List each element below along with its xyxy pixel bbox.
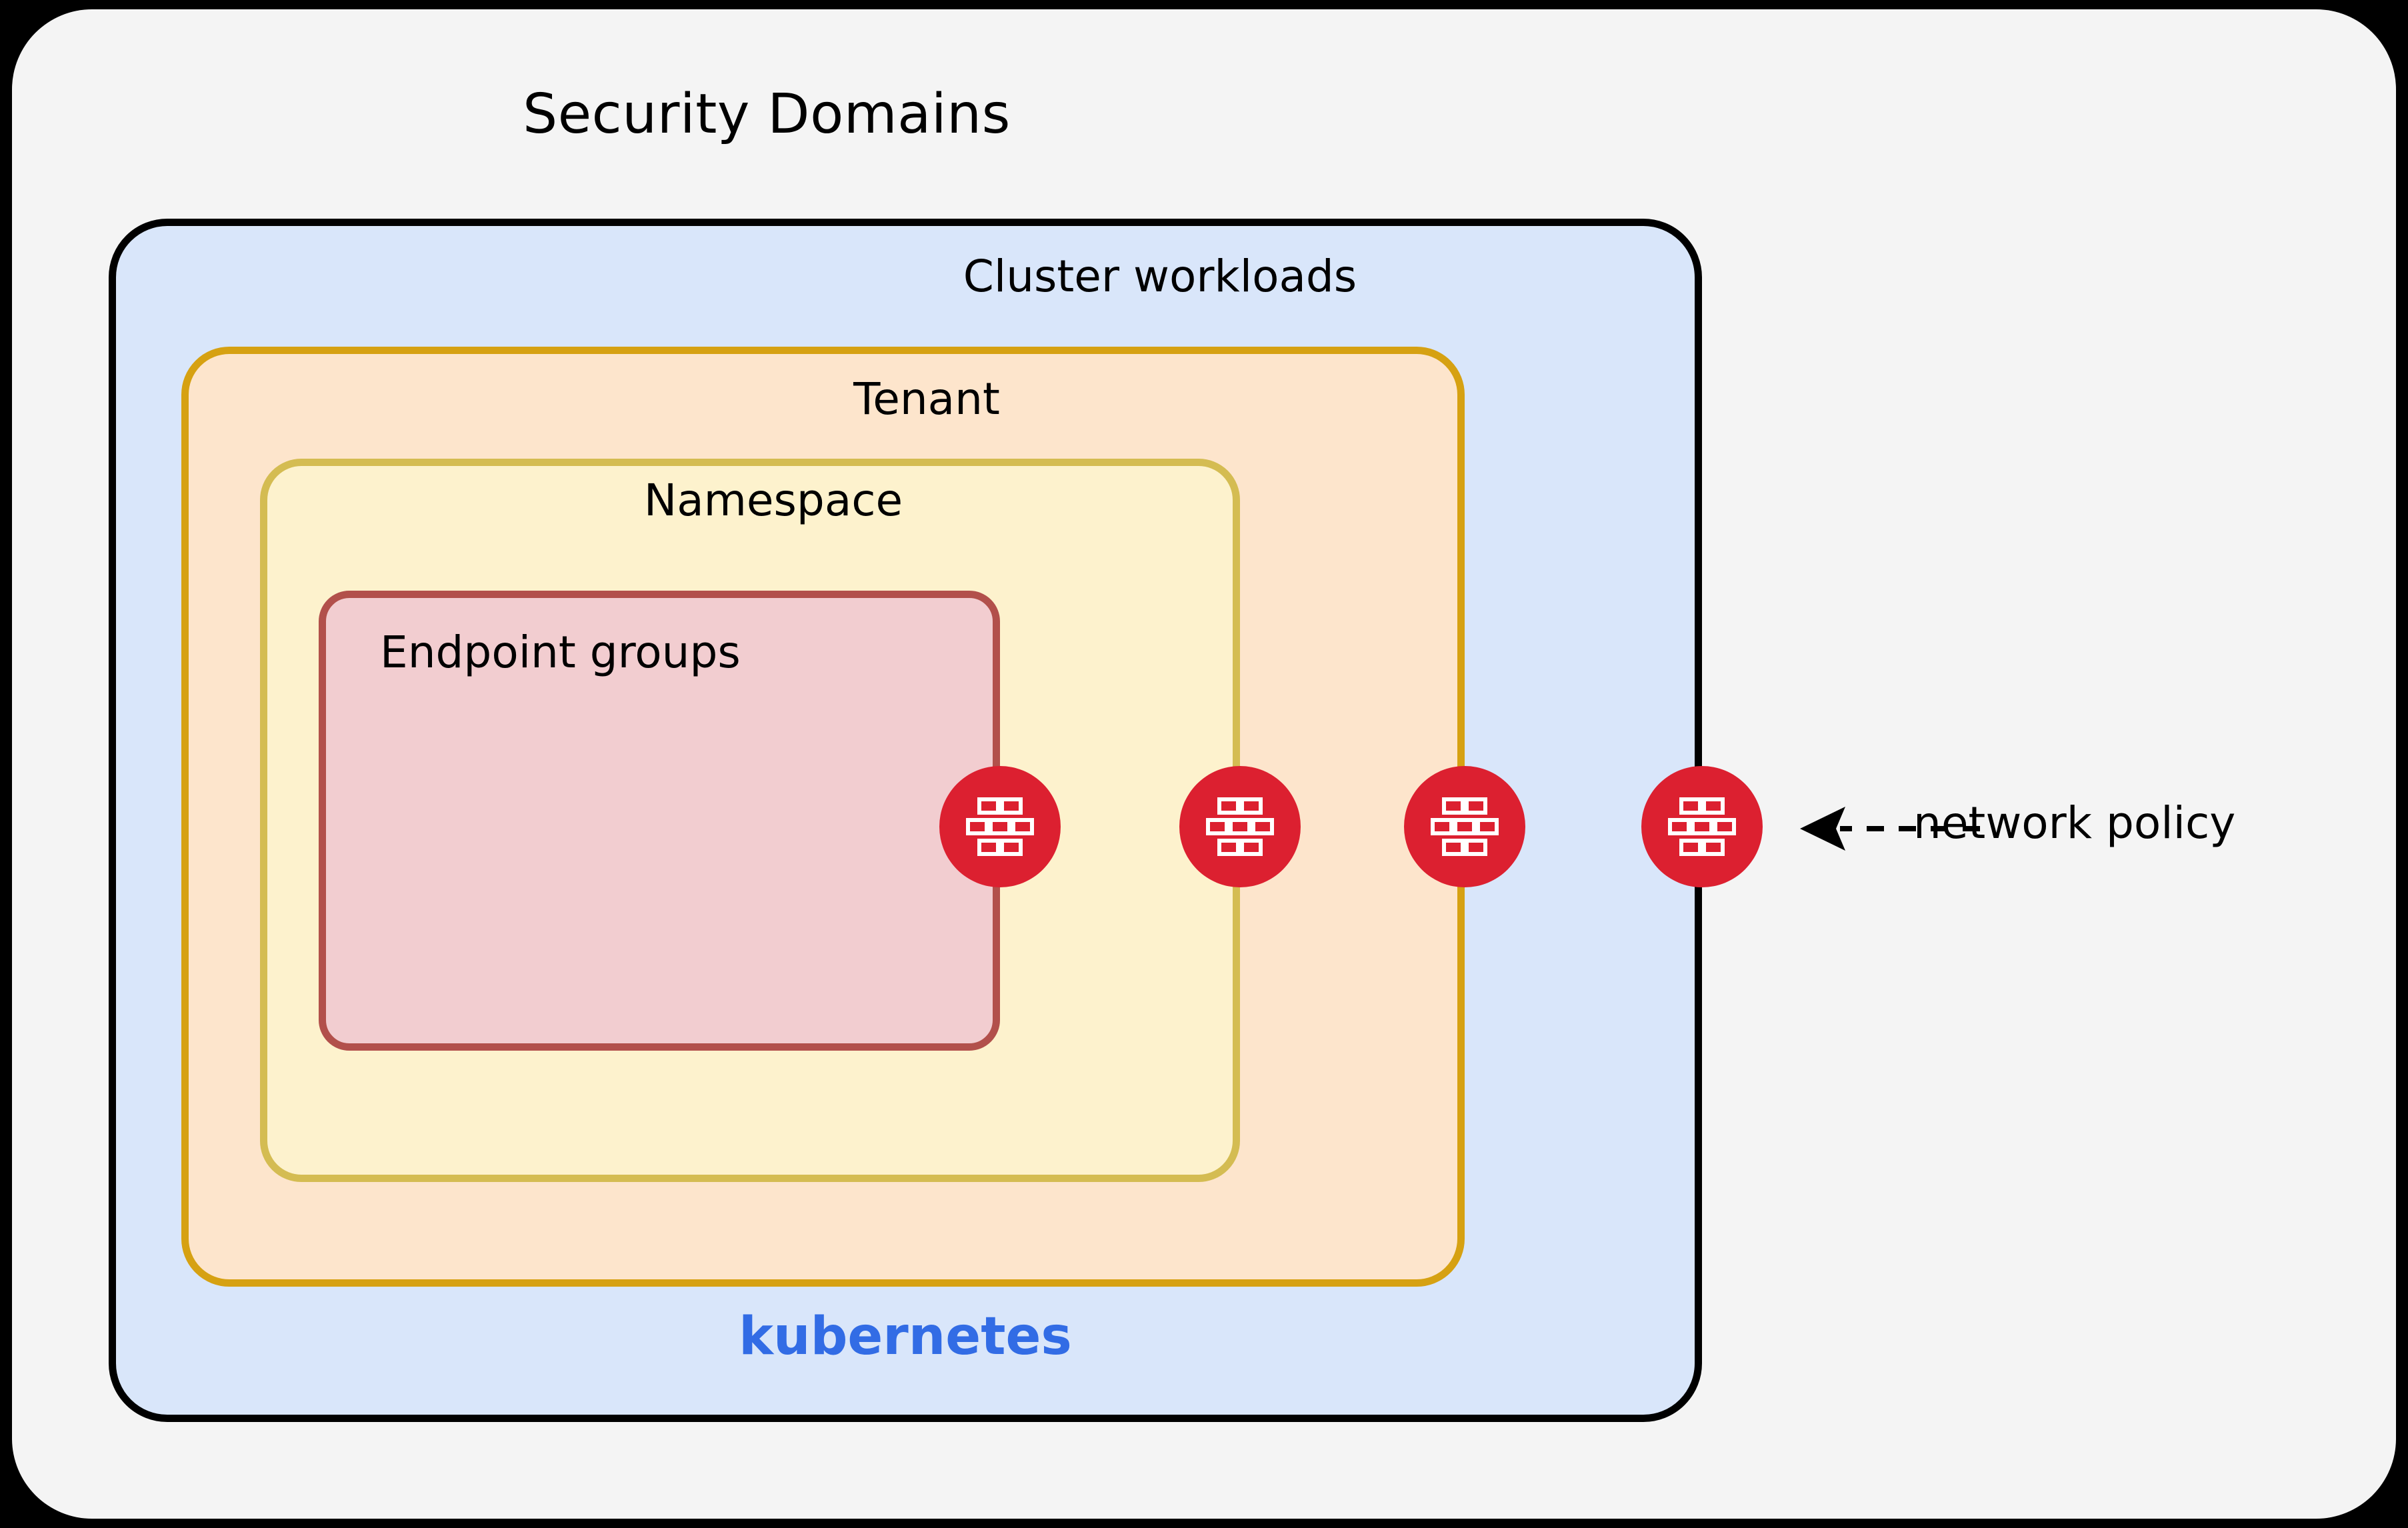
firewall-node-namespace[interactable] xyxy=(1179,766,1301,887)
layer-label-endpoint-groups: Endpoint groups xyxy=(380,627,741,678)
layer-endpoint-groups xyxy=(319,591,1000,1051)
layer-label-tenant: Tenant xyxy=(853,373,1000,425)
firewall-node-endpoint-groups[interactable] xyxy=(939,766,1061,887)
network-policy-annotation-label: network policy xyxy=(1913,797,2236,849)
page-title: Security Domains xyxy=(523,83,1011,146)
layer-label-namespace: Namespace xyxy=(643,475,903,526)
firewall-brick-icon xyxy=(963,796,1037,857)
firewall-brick-icon xyxy=(1665,796,1739,857)
firewall-brick-icon xyxy=(1427,796,1502,857)
firewall-node-tenant[interactable] xyxy=(1404,766,1525,887)
kubernetes-brand-label: kubernetes xyxy=(739,1307,1072,1367)
firewall-node-cluster-workloads[interactable] xyxy=(1641,766,1763,887)
dashed-arrow-left-icon xyxy=(1793,792,1987,865)
firewall-brick-icon xyxy=(1203,796,1277,857)
layer-label-cluster-workloads: Cluster workloads xyxy=(963,251,1357,302)
